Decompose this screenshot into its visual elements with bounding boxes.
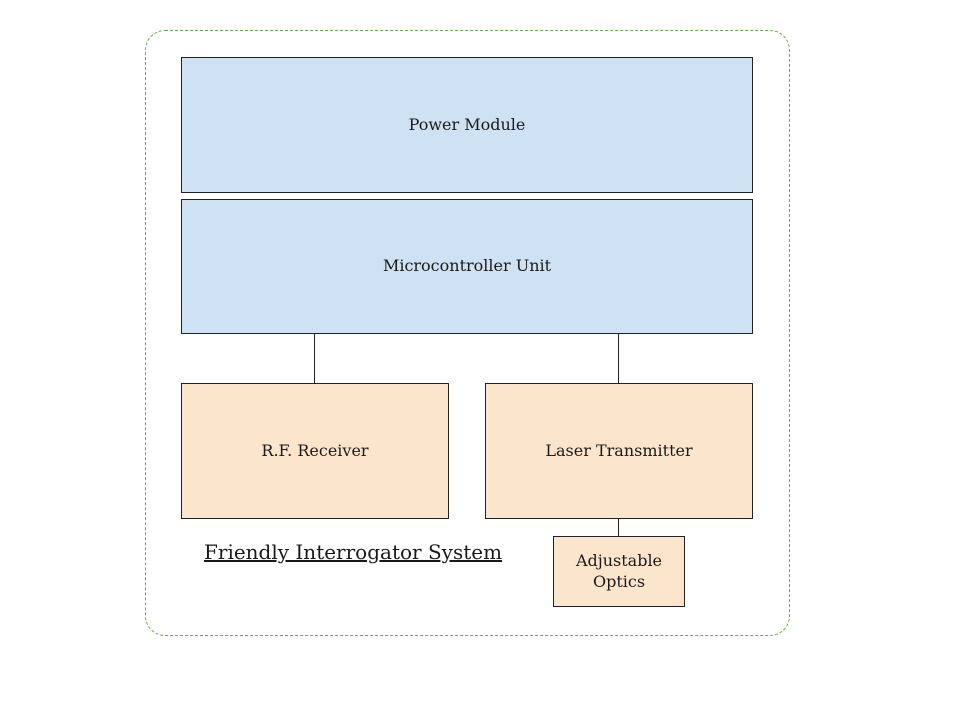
adjustable-optics-label: Adjustable Optics: [575, 550, 663, 591]
rf-receiver-label: R.F. Receiver: [261, 440, 369, 460]
power-module-block: Power Module: [181, 57, 753, 193]
microcontroller-unit-label: Microcontroller Unit: [382, 256, 552, 276]
connector-mcu-to-rf-receiver: [314, 334, 315, 383]
rf-receiver-block: R.F. Receiver: [181, 383, 449, 519]
connector-laser-to-optics: [618, 519, 619, 536]
power-module-label: Power Module: [408, 114, 526, 134]
adjustable-optics-block: Adjustable Optics: [553, 536, 685, 607]
laser-transmitter-label: Laser Transmitter: [545, 440, 693, 460]
system-boundary: [145, 30, 790, 636]
connector-mcu-to-laser-transmitter: [618, 334, 619, 383]
microcontroller-unit-block: Microcontroller Unit: [181, 199, 753, 334]
diagram-title: Friendly Interrogator System: [204, 540, 503, 564]
laser-transmitter-block: Laser Transmitter: [485, 383, 753, 519]
